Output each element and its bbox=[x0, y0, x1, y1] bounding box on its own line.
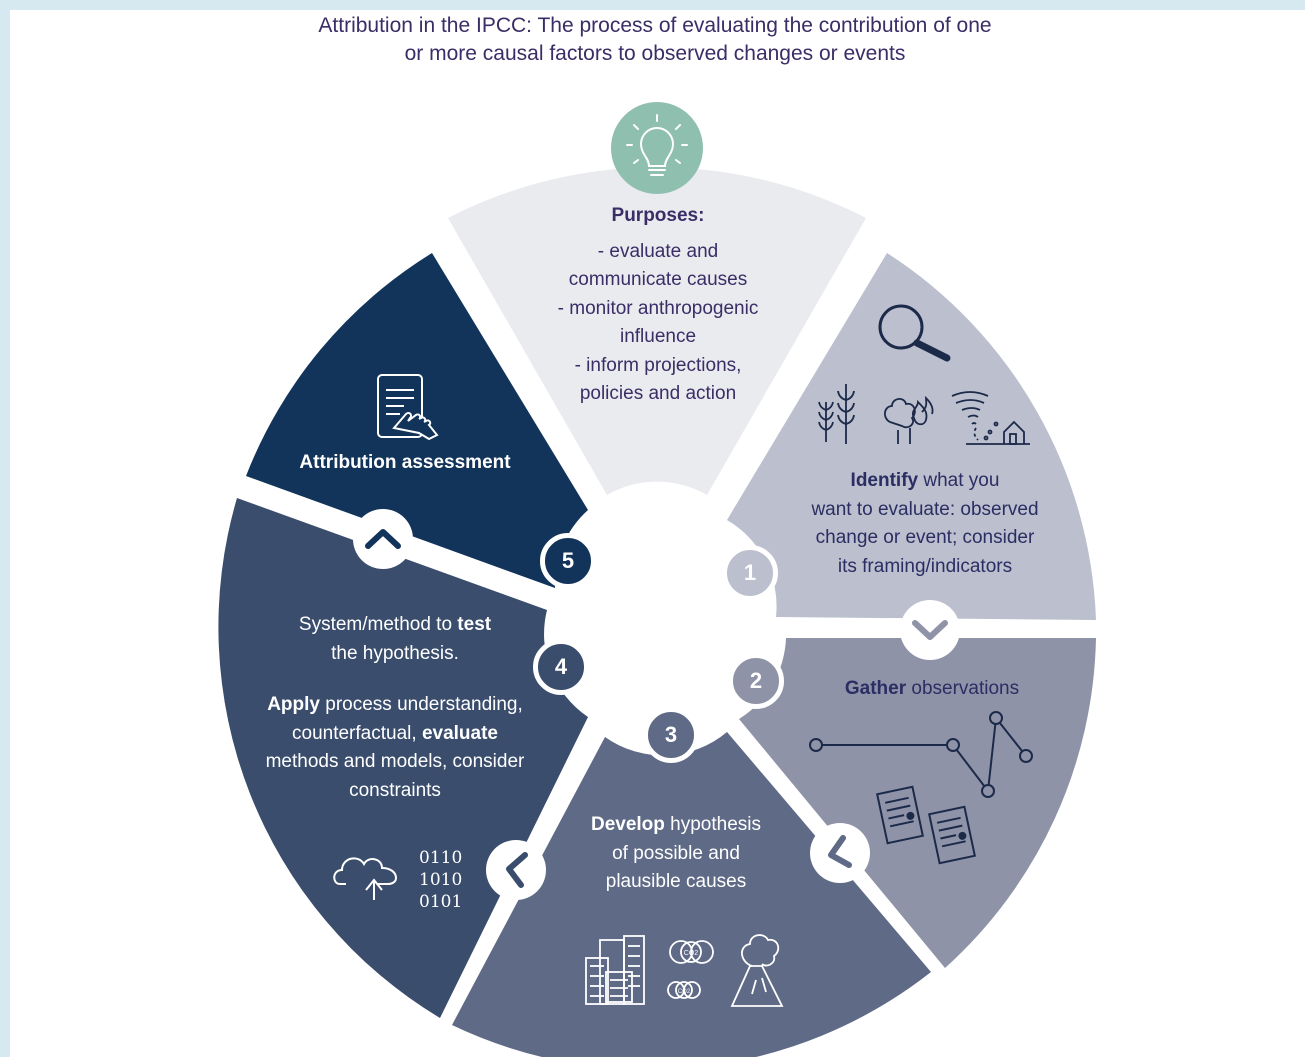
segment-develop bbox=[452, 732, 931, 1057]
identify-line: want to evaluate: observed bbox=[811, 498, 1039, 520]
volcano-icon bbox=[730, 934, 784, 1007]
apply-line: constraints bbox=[349, 779, 441, 801]
assessment-label: Attribution assessment bbox=[299, 452, 511, 473]
binary-line: 0110 bbox=[419, 848, 463, 868]
figure-title: Attribution in the IPCC: The process of … bbox=[0, 12, 1305, 68]
binary-code: 0110 1010 0101 bbox=[419, 847, 462, 913]
chevron-icon bbox=[353, 509, 413, 569]
title-line-1: Attribution in the IPCC: The process of … bbox=[318, 14, 992, 37]
purposes-line: policies and action bbox=[579, 383, 737, 404]
apply-line: the hypothesis. bbox=[331, 642, 459, 664]
apply-line: System/method to bbox=[298, 614, 458, 635]
svg-text:CO2: CO2 bbox=[678, 989, 691, 995]
documents-icon bbox=[876, 785, 976, 865]
step-1-badge: 1 bbox=[722, 545, 778, 601]
purposes-line: - monitor anthropogenic bbox=[557, 297, 759, 319]
develop-keyword: Develop bbox=[590, 814, 665, 835]
title-line-2: or more causal factors to observed chang… bbox=[404, 42, 906, 65]
assessment-text: Attribution assessment bbox=[280, 449, 530, 478]
segment-gather bbox=[739, 638, 1096, 968]
step-4-badge: 4 bbox=[533, 639, 589, 695]
line-chart-icon bbox=[809, 711, 1033, 798]
purposes-line: communicate causes bbox=[568, 269, 748, 290]
tablet-touch-icon bbox=[377, 374, 439, 441]
cloud-upload-icon bbox=[333, 857, 398, 900]
segment-purposes bbox=[448, 167, 866, 495]
apply-line: process understanding, bbox=[319, 694, 523, 715]
binary-line: 0101 bbox=[419, 892, 463, 912]
evaluate-keyword: evaluate bbox=[421, 722, 498, 744]
magnifier-icon bbox=[878, 304, 951, 362]
purposes-line: influence bbox=[619, 326, 697, 347]
binary-line: 1010 bbox=[419, 870, 463, 890]
identify-line: its framing/indicators bbox=[837, 555, 1013, 577]
chevron-icon bbox=[900, 600, 960, 660]
apply-keyword: Apply bbox=[267, 694, 320, 715]
lightbulb-icon bbox=[611, 102, 703, 194]
step-5-badge: 5 bbox=[540, 533, 596, 589]
develop-line: of possible and bbox=[612, 842, 740, 864]
city-icon bbox=[585, 935, 645, 1005]
crops-icon bbox=[818, 384, 855, 444]
co2-molecules-icon: CO2 CO2 bbox=[667, 940, 714, 999]
wildfire-icon bbox=[884, 395, 934, 444]
apply-text: System/method to test the hypothesis. Ap… bbox=[250, 611, 540, 805]
apply-line: methods and models, consider bbox=[265, 751, 525, 772]
identify-text: Identify what you want to evaluate: obse… bbox=[790, 467, 1060, 581]
chevron-icon bbox=[810, 823, 870, 883]
test-keyword: test bbox=[457, 614, 492, 635]
purposes-text: Purposes: - evaluate and communicate cau… bbox=[530, 202, 786, 409]
identify-keyword: Identify bbox=[850, 470, 919, 491]
chevron-icon bbox=[486, 840, 546, 900]
develop-text: Develop hypothesis of possible and plaus… bbox=[566, 811, 786, 897]
gather-text-rest: observations bbox=[906, 678, 1020, 699]
apply-line: counterfactual, bbox=[292, 722, 422, 744]
step-3-badge: 3 bbox=[643, 707, 699, 763]
identify-text-rest: what you bbox=[918, 470, 1000, 491]
center-hub bbox=[561, 536, 753, 728]
tornado-icon bbox=[951, 391, 1030, 445]
develop-text-rest: hypothesis bbox=[664, 814, 762, 835]
svg-text:CO2: CO2 bbox=[684, 950, 699, 957]
develop-line: plausible causes bbox=[605, 871, 747, 892]
gather-text: Gather observations bbox=[820, 675, 1044, 704]
purposes-line: - inform projections, bbox=[574, 354, 742, 376]
segment-identify bbox=[727, 253, 1096, 620]
identify-line: change or event; consider bbox=[815, 527, 1035, 548]
purposes-line: - evaluate and bbox=[597, 240, 719, 262]
gather-keyword: Gather bbox=[844, 678, 907, 699]
step-2-badge: 2 bbox=[728, 653, 784, 709]
purposes-heading: Purposes: bbox=[611, 205, 705, 226]
